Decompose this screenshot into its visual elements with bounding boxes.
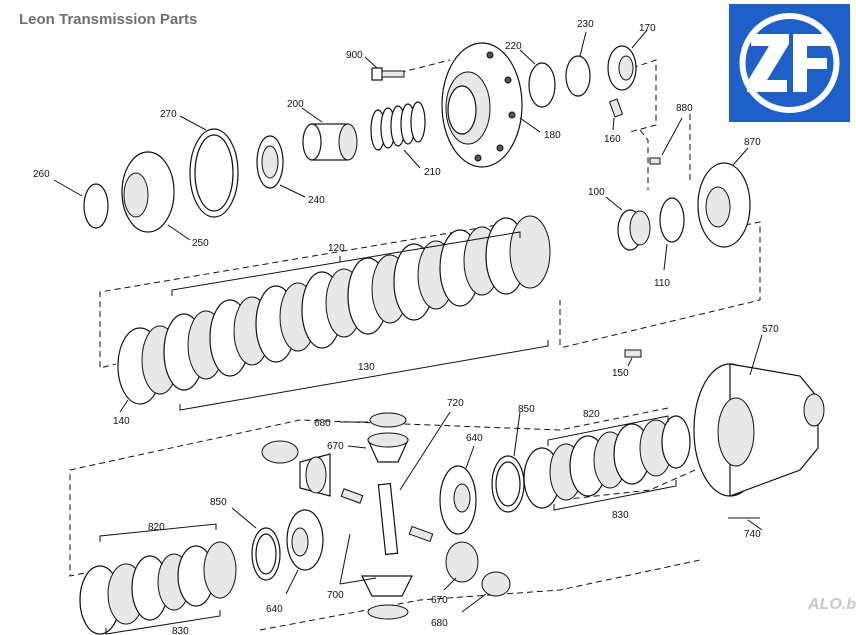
part-640-gear-left	[285, 509, 324, 595]
part-180-flange	[441, 42, 541, 168]
label-160: 160	[604, 134, 621, 145]
label-120: 120	[328, 243, 345, 254]
label-640-left: 640	[266, 604, 283, 615]
part-230-ring	[565, 31, 591, 97]
part-210-spring	[370, 101, 426, 169]
label-850-right: 850	[518, 404, 535, 415]
label-680-bottom: 680	[431, 618, 448, 629]
part-850-ring-left	[231, 507, 281, 581]
label-200: 200	[287, 99, 304, 110]
label-670-top: 670	[327, 441, 344, 452]
part-240-bearing	[256, 135, 306, 198]
watermark: ALO.bg	[808, 596, 856, 613]
label-210: 210	[424, 167, 441, 178]
middle-frame	[99, 221, 561, 369]
label-230: 230	[577, 19, 594, 30]
part-100-gear	[605, 196, 651, 251]
page-title: Leon Transmission Parts	[19, 11, 198, 28]
label-110: 110	[654, 278, 670, 289]
label-220: 220	[505, 41, 522, 52]
label-820-right: 820	[583, 409, 600, 420]
leader-140	[119, 399, 129, 413]
part-220-ring	[519, 49, 556, 108]
callout-labels: 900 220 230 170 200 270 180 160 880 870 …	[33, 19, 779, 635]
label-570: 570	[762, 324, 779, 335]
label-700: 700	[327, 590, 344, 601]
part-670-gear-bottom	[339, 533, 479, 597]
label-180: 180	[544, 130, 561, 141]
label-100: 100	[588, 187, 605, 198]
part-680-washer-top	[340, 412, 407, 428]
zf-logo	[729, 4, 850, 122]
part-110-ring	[659, 197, 685, 271]
part-740-pin	[728, 517, 763, 531]
label-850-left: 850	[210, 497, 227, 508]
part-720-shaft	[377, 411, 451, 556]
bracket-120	[171, 231, 521, 296]
part-870-cover	[697, 147, 751, 248]
bracket-130	[179, 340, 549, 411]
label-740: 740	[744, 529, 761, 540]
label-140: 140	[113, 416, 130, 427]
part-850-ring-right	[491, 411, 525, 513]
label-150: 150	[612, 368, 629, 379]
label-820-left: 820	[148, 522, 165, 533]
clutch-plates-lower-right	[523, 415, 691, 511]
label-900: 900	[346, 50, 363, 61]
part-200-sleeve	[301, 107, 358, 161]
part-570-housing	[693, 334, 825, 497]
part-270-ring	[179, 115, 239, 218]
part-670-gear-left	[299, 453, 331, 497]
label-720: 720	[447, 398, 464, 409]
label-170: 170	[639, 23, 656, 34]
label-270: 270	[160, 109, 177, 120]
label-250: 250	[192, 238, 209, 249]
part-680-washer-bottom	[367, 571, 511, 620]
label-260: 260	[33, 169, 50, 180]
label-870: 870	[744, 137, 761, 148]
part-900-bolt	[364, 56, 405, 81]
part-880-screw	[649, 117, 683, 165]
part-260-ring	[53, 179, 109, 229]
pins-center	[340, 488, 434, 543]
clutch-plates-middle	[117, 215, 551, 405]
part-640-gear-right	[439, 445, 477, 535]
label-670-bottom: 670	[431, 595, 448, 606]
label-680-top: 680	[314, 418, 331, 429]
label-640-right: 640	[466, 433, 483, 444]
logo-letters	[747, 34, 831, 92]
label-130: 130	[358, 362, 375, 373]
label-830-right: 830	[612, 510, 629, 521]
part-160-clip	[608, 98, 624, 131]
part-250-hub	[121, 151, 191, 241]
part-670-gear-top	[347, 432, 409, 463]
label-830-left: 830	[172, 626, 189, 635]
label-880: 880	[676, 103, 693, 114]
part-680-washer-left	[261, 440, 299, 464]
label-240: 240	[308, 195, 325, 206]
part-150-pin	[624, 349, 642, 367]
clutch-plates-lower-left	[79, 523, 237, 635]
part-170-ring-gear	[607, 29, 648, 91]
